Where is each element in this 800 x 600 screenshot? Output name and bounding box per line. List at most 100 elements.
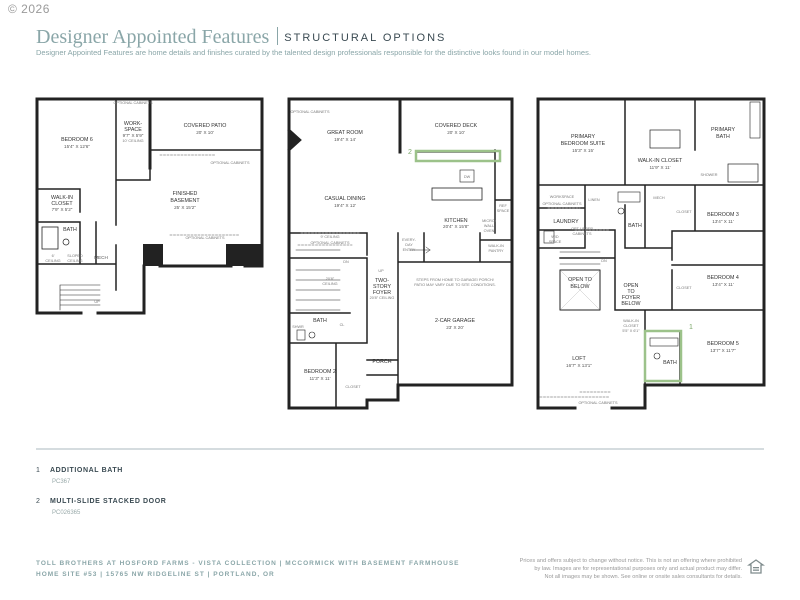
opt-cabinets-basement-2: OPTIONAL CABINETS xyxy=(210,161,250,165)
room-mech-basement: MECH xyxy=(94,255,108,260)
room-primary-suite: PRIMARY xyxy=(571,134,596,140)
sloped-ceiling-2: CEILING xyxy=(67,259,82,263)
room-twostory-foyer: TWO- xyxy=(375,278,389,284)
closet-b4: CLOSET xyxy=(676,286,692,290)
room-laundry: LAUNDRY xyxy=(553,219,579,225)
copyright-notice: © 2026 xyxy=(8,2,50,16)
room-covered-deck: COVERED DECK xyxy=(435,123,478,129)
micro-wall-oven-2: WALL xyxy=(484,224,494,228)
wd-space-2: SPACE xyxy=(549,240,562,244)
highlight-additional-bath xyxy=(643,329,683,383)
room-great-room-dim: 19'4" X 14' xyxy=(334,137,356,142)
stair-up-basement: UP xyxy=(94,300,100,304)
steps-note-2: PATIO MAY VARY DUE TO SITE CONDITIONS. xyxy=(414,283,495,287)
closet-b3: CLOSET xyxy=(676,210,692,214)
page-subtitle: STRUCTURAL OPTIONS xyxy=(284,32,447,44)
room-bath-main: BATH xyxy=(313,318,327,324)
room-bedroom4-dim: 13'4" X 11' xyxy=(712,282,734,287)
room-workspace: WORK- xyxy=(124,121,142,127)
shower-upper: SHOWER xyxy=(700,173,717,177)
intro-text: Designer Appointed Features are home det… xyxy=(36,48,591,57)
room-bedroom2: BEDROOM 2 xyxy=(304,369,336,375)
sloped-ceiling: SLOPED xyxy=(67,254,83,258)
section-divider xyxy=(36,448,764,450)
stair-dn-main: DN xyxy=(343,260,349,264)
room-great-room: GREAT ROOM xyxy=(327,130,363,136)
basement-plan xyxy=(35,97,264,315)
room-bedroom6: BEDROOM 6 xyxy=(61,137,93,143)
walkin-closet-b5-2: CLOSET xyxy=(623,324,639,328)
legend-num: 2 xyxy=(36,498,41,505)
walkin-closet-b5: WALK-IN xyxy=(623,319,639,323)
highlight-multi-slide-door xyxy=(414,149,502,163)
marker-2: 2 xyxy=(408,149,412,156)
opt-cabinets-basement: OPTIONAL CABINETS xyxy=(113,101,153,105)
opt-cabinets-basement-3: OPTIONAL CABINETS xyxy=(185,236,225,240)
heading-divider xyxy=(277,27,279,45)
room-workspace-dim: 9'7" X 5'9" xyxy=(123,133,144,138)
room-walkin-closet-upper: WALK-IN CLOSET xyxy=(638,158,683,164)
main-plan xyxy=(287,97,514,410)
ceiling-6: 6' xyxy=(52,254,55,258)
micro-wall-oven-3: OVEN xyxy=(484,229,495,233)
closet-main: CLOSET xyxy=(345,385,361,389)
room-bedroom3: BEDROOM 3 xyxy=(707,212,739,218)
everyday-entry: EVERY- xyxy=(402,238,416,242)
opt-cabinets-main-2: OPTIONAL CABINETS xyxy=(310,241,350,245)
ref-space: REF xyxy=(499,204,507,208)
ceiling-9: 9' CEILING xyxy=(320,235,339,239)
room-twostory-foyer-3: FOYER xyxy=(373,290,391,296)
footer-community: TOLL BROTHERS AT HOSFORD FARMS - VISTA C… xyxy=(36,560,460,567)
room-walkin-closet-dim: 7'9" X 5'2" xyxy=(52,207,73,212)
legend-code: PC026365 xyxy=(52,510,81,516)
room-porch: PORCH xyxy=(372,359,391,365)
room-walkin-closet-2: CLOSET xyxy=(51,201,73,207)
walkin-pantry: WALK-IN xyxy=(488,244,504,248)
ceiling-20: 20'8" xyxy=(326,277,335,281)
legend-name: ADDITIONAL BATH xyxy=(50,467,123,474)
room-primary-suite-dim: 15'3" X 15' xyxy=(572,148,594,153)
mech-upper: MECH xyxy=(653,196,664,200)
room-loft-dim: 16'7" X 13'1" xyxy=(566,363,592,368)
disclaimer-line: Prices and offers subject to change with… xyxy=(519,558,742,564)
room-primary-bath-2: BATH xyxy=(716,134,730,140)
open-to-foyer-3: FOYER xyxy=(622,295,640,301)
disclaimer-line: by law. Images are for representational … xyxy=(534,566,742,572)
room-bedroom3-dim: 13'4" X 11' xyxy=(712,219,734,224)
marker-1: 1 xyxy=(689,324,693,331)
room-kitchen-dim: 20'4" X 15'8" xyxy=(443,224,469,229)
opt-cabinets-upper: OPTIONAL CABINETS xyxy=(542,202,582,206)
room-twostory-foyer-2: STORY xyxy=(373,284,392,290)
room-covered-patio-dim: 20' X 10' xyxy=(196,130,214,135)
room-loft: LOFT xyxy=(572,356,586,362)
room-walkin-closet-upper-dim: 11'9" X 11' xyxy=(649,165,670,170)
room-bedroom5-dim: 13'7" X 11'7" xyxy=(710,348,736,353)
room-bath-upper: BATH xyxy=(628,223,642,229)
open-to-foyer-4: BELOW xyxy=(621,301,640,307)
disclaimer: Prices and offers subject to change with… xyxy=(470,557,742,581)
room-workspace-ceiling: 10' CEILING xyxy=(122,139,143,143)
opt-cabinets-main: OPTIONAL CABINETS xyxy=(290,110,330,114)
room-workspace-2: SPACE xyxy=(124,127,142,133)
room-casual-dining-dim: 19'4" X 12' xyxy=(334,203,356,208)
room-kitchen: KITCHEN xyxy=(444,218,467,224)
page-title: Designer Appointed Features xyxy=(36,26,270,48)
footer-address: HOME SITE #53 | 15765 NW RIDGELINE ST | … xyxy=(36,571,275,578)
room-walkin-closet: WALK-IN xyxy=(51,195,73,201)
ceiling-20-b: CEILING xyxy=(322,282,337,286)
room-bedroom5: BEDROOM 5 xyxy=(707,341,739,347)
legend-code: PC367 xyxy=(52,479,71,485)
walkin-closet-b5-dim: 5'5" X 6'1" xyxy=(622,329,640,333)
ref-space-2: SPACE xyxy=(497,209,510,213)
everyday-entry-3: ENTRY xyxy=(403,248,416,252)
room-finished-basement-2: BASEMENT xyxy=(170,198,200,204)
wd-space: W/D xyxy=(551,235,559,239)
room-twostory-foyer-ceiling: 20'8" CEILING xyxy=(370,296,395,300)
steps-note: STEPS FROM HOME TO GARAGE/ PORCH/ xyxy=(416,278,494,282)
opt-cabinets-upper-2: OPTIONAL CABINETS xyxy=(578,401,618,405)
micro-wall-oven: MICRO/ xyxy=(482,219,497,223)
room-finished-basement: FINISHED xyxy=(173,191,198,197)
shwr-main: SHWR xyxy=(292,325,304,329)
